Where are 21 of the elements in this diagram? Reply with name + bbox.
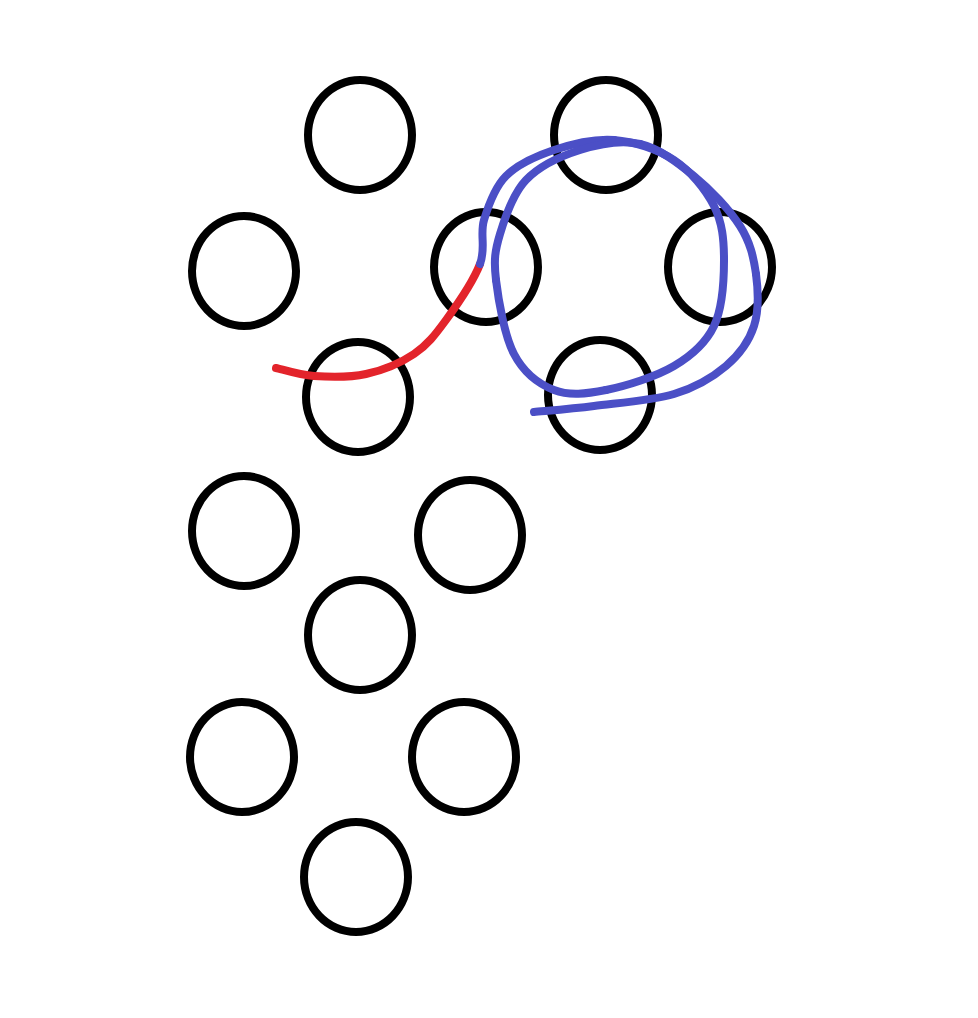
thread-line xyxy=(636,140,760,278)
bead xyxy=(188,211,300,329)
bead xyxy=(188,471,300,589)
bead xyxy=(430,207,542,325)
bead xyxy=(408,697,520,815)
bead xyxy=(300,817,412,935)
bead xyxy=(544,335,656,453)
bead xyxy=(304,75,416,193)
thread-line xyxy=(610,136,728,264)
bead xyxy=(304,575,416,693)
thread-line xyxy=(476,135,618,268)
thread-line xyxy=(272,260,484,381)
bead xyxy=(302,337,414,455)
thread-line xyxy=(530,270,762,416)
bead xyxy=(414,475,526,593)
bead xyxy=(186,697,298,815)
thread-line xyxy=(602,256,728,394)
bead xyxy=(550,75,662,193)
thread-line xyxy=(492,276,610,398)
thread-line xyxy=(490,138,644,284)
bead xyxy=(664,207,776,325)
